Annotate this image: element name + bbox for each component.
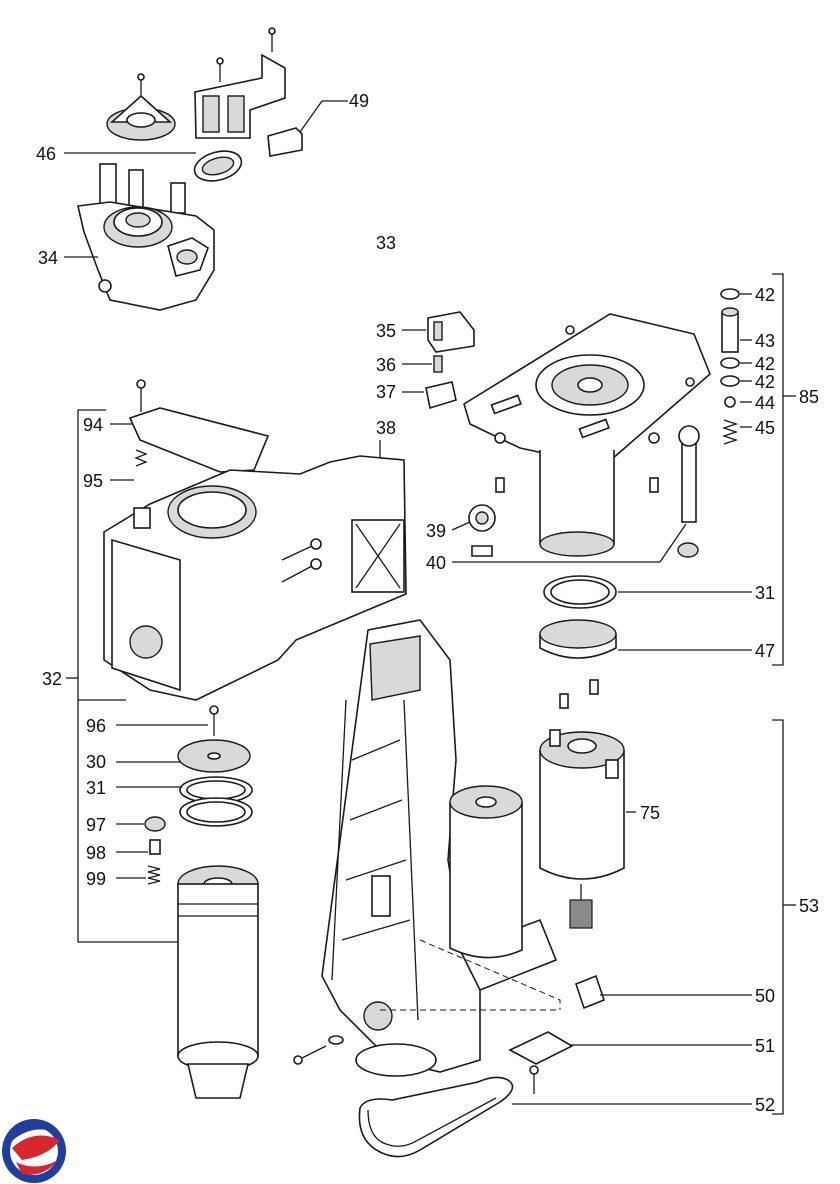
drive-motor (539, 729, 636, 929)
filter-sieve (539, 619, 752, 709)
brew-head-assembly (64, 27, 348, 311)
seal-ring (116, 776, 253, 827)
gasket-ring (64, 150, 243, 182)
seal-ring (543, 575, 752, 609)
callout-53: 53 (799, 896, 819, 916)
callout-96: 96 (86, 716, 106, 736)
drive-plate-assembly (402, 273, 796, 709)
valve-parts (720, 288, 752, 445)
screw-icon (110, 379, 146, 425)
callout-45: 45 (755, 418, 775, 438)
mounting-bracket (194, 53, 286, 139)
callout-95: 95 (83, 471, 103, 491)
small-gear (451, 432, 687, 563)
callout-40: 40 (426, 553, 446, 573)
screw-icon (293, 1035, 344, 1065)
filter-sieve (116, 739, 251, 773)
callout-43: 43 (755, 331, 775, 351)
callout-50: 50 (755, 986, 775, 1006)
motor-behind-frame (449, 785, 523, 959)
mounting-plate (463, 313, 711, 467)
brew-cylinder (177, 865, 259, 1099)
screw-icon (137, 27, 276, 108)
drive-belt (358, 1076, 752, 1158)
callout-30: 30 (86, 752, 106, 772)
sensor-part (575, 974, 752, 1010)
callout-94: 94 (83, 415, 103, 435)
callout-97: 97 (86, 815, 106, 835)
brew-unit-body (103, 455, 407, 701)
callout-labels: 49 46 33 34 42 35 43 36 42 42 37 85 44 9… (36, 91, 819, 1115)
callout-42-a: 42 (755, 285, 775, 305)
callout-46: 46 (36, 144, 56, 164)
callout-51: 51 (755, 1036, 775, 1056)
callout-52: 52 (755, 1095, 775, 1115)
callout-31-a: 31 (86, 778, 106, 798)
callout-42-b: 42 (755, 354, 775, 374)
callout-47: 47 (755, 641, 775, 661)
callout-36: 36 (376, 355, 396, 375)
callout-38: 38 (376, 418, 396, 438)
clip-part (267, 100, 348, 157)
callout-37: 37 (376, 382, 396, 402)
callout-31-b: 31 (755, 583, 775, 603)
callout-33: 33 (376, 233, 396, 253)
gear-housing (539, 450, 615, 557)
callout-44: 44 (755, 393, 775, 413)
brewing-unit (66, 379, 407, 1099)
callout-85: 85 (799, 387, 819, 407)
drive-shaft (677, 425, 700, 558)
dome-cover (106, 94, 176, 141)
mounting-bracket (508, 1031, 752, 1094)
callout-98: 98 (86, 843, 106, 863)
callout-75: 75 (640, 803, 660, 823)
brand-logo (2, 1119, 66, 1183)
screw-icon (116, 705, 219, 736)
switch-assembly (402, 311, 475, 410)
callout-34: 34 (38, 248, 58, 268)
callout-49: 49 (349, 91, 369, 111)
screw-icon (281, 538, 322, 583)
callout-35: 35 (376, 321, 396, 341)
callout-42-c: 42 (755, 372, 775, 392)
callout-32: 32 (42, 669, 62, 689)
brew-head-body (64, 163, 215, 311)
callout-39: 39 (426, 521, 446, 541)
callout-99: 99 (86, 869, 106, 889)
valve-parts (116, 816, 166, 885)
